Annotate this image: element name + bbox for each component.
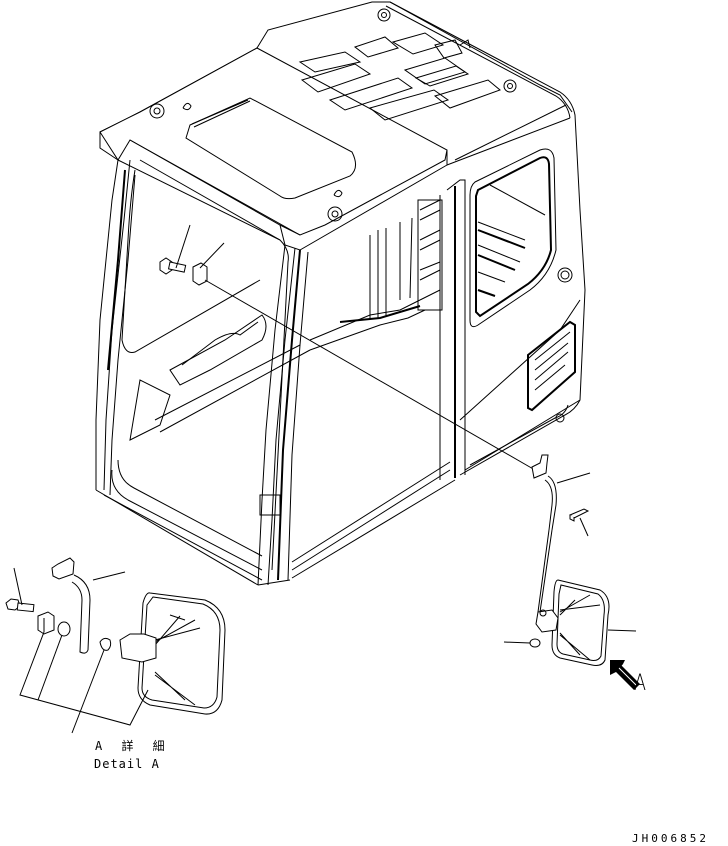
right-mirror-stay: [532, 455, 556, 612]
detail-a-screw: [100, 638, 111, 650]
pillar-clip: [193, 263, 207, 285]
right-pin: [570, 509, 588, 521]
leader-cab-bolt: [176, 225, 190, 268]
detail-a-stay: [52, 558, 90, 653]
leader-detail-stay: [93, 572, 125, 580]
leader-right-mirror: [608, 630, 636, 631]
detail-a-title-jp: A 詳 細: [95, 739, 171, 753]
leader-right-pin: [580, 518, 588, 536]
leader-detail-group: [20, 632, 148, 725]
drawing-number: JH006852: [632, 832, 709, 845]
cab-front-window: [122, 160, 288, 570]
leader-right-mirror-stay: [557, 473, 590, 483]
detail-a-cap: [58, 622, 70, 636]
detail-a-clip: [38, 612, 54, 634]
door-window-slats: [478, 185, 545, 296]
cab-front-left-pillar: [96, 160, 262, 585]
leader-detail-cap: [72, 650, 104, 733]
cab-floor-interior: [112, 218, 455, 578]
detail-a-bolt: [6, 599, 34, 612]
cab-roof: [100, 2, 585, 475]
right-mirror: [536, 580, 609, 665]
pillar-bolt: [160, 258, 186, 274]
right-nut: [530, 639, 540, 647]
cab-front-right-pillar: [258, 245, 308, 585]
cab-door: [418, 149, 580, 480]
leader-cab-clip: [200, 243, 224, 268]
view-arrow-label: A: [634, 671, 647, 696]
detail-a-title-en: Detail A: [94, 757, 160, 771]
leader-right-nut: [504, 642, 530, 643]
view-arrow-a: [610, 660, 640, 690]
rear-wall-slats: [418, 200, 442, 310]
roof-panels: [300, 33, 500, 120]
leader-detail-bolt: [14, 568, 22, 605]
assembly-line-right-mirror: [205, 280, 535, 470]
detail-a-mirror: [120, 593, 225, 714]
